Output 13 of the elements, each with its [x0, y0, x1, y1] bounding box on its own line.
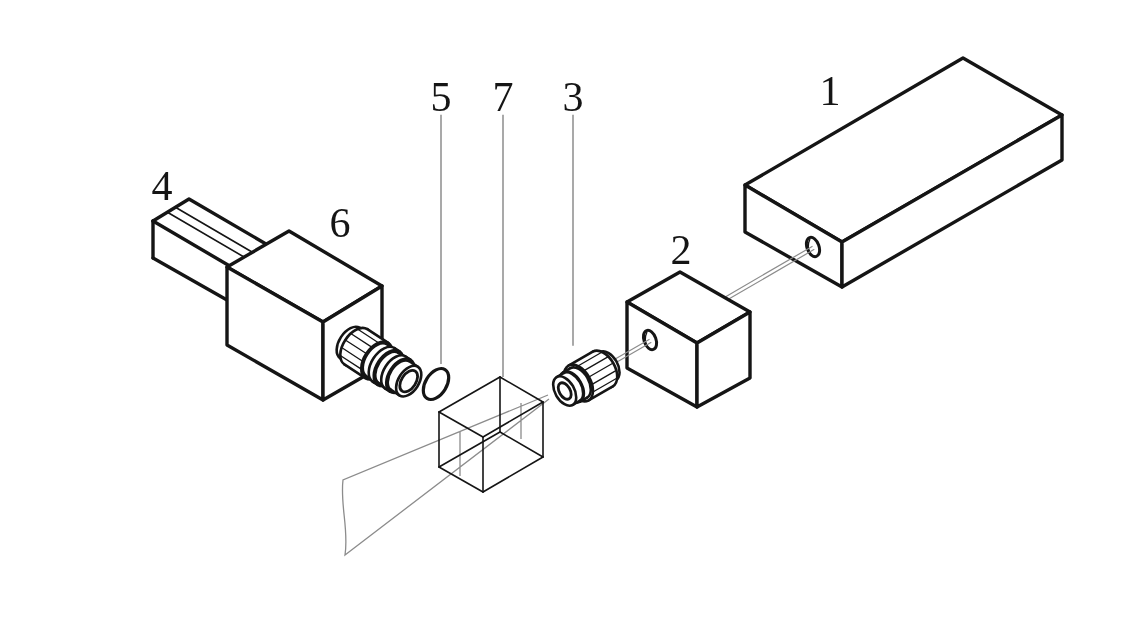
callout-number: 3 — [562, 81, 584, 115]
leader-line — [502, 114, 504, 378]
callout-number: 7 — [492, 81, 514, 115]
transparent-cube-drawing — [438, 376, 544, 493]
leader-line — [440, 114, 442, 365]
callout-number: 4 — [151, 170, 173, 204]
knurled-lens-drawing — [551, 349, 621, 407]
callout-number: 2 — [670, 234, 692, 268]
ring-shape — [421, 366, 451, 402]
callout-number: 1 — [819, 75, 841, 109]
leader-line — [572, 114, 574, 347]
callout-number: 5 — [430, 81, 452, 115]
callout-number: 6 — [329, 207, 351, 241]
